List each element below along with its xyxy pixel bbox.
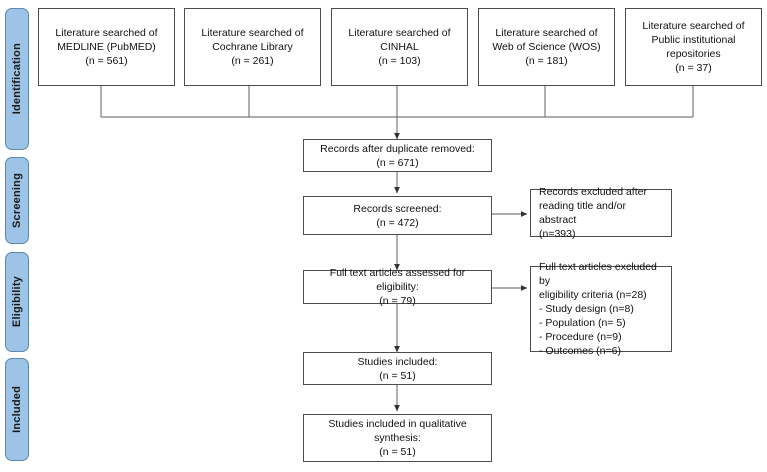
node-qualitative-synthesis: Studies included in qualitative synthesi… [303, 414, 492, 462]
source-box-web-of-science: Literature searched of Web of Science (W… [478, 8, 615, 86]
stage-label-screening: Screening [11, 173, 23, 228]
label-qualitative-synthesis: Studies included in qualitative synthesi… [328, 418, 467, 458]
label-duplicates-removed: Records after duplicate removed: (n = 67… [320, 142, 475, 169]
label-records-excluded: Records excluded after reading title and… [539, 186, 647, 240]
source-label-cochrane: Literature searched of Cochrane Library … [201, 27, 304, 67]
stage-label-included: Included [11, 386, 23, 433]
stage-bar-identification: Identification [5, 8, 29, 150]
stage-label-eligibility: Eligibility [11, 276, 23, 328]
stage-bar-eligibility: Eligibility [5, 252, 29, 352]
source-box-institutional-repositories: Literature searched of Public institutio… [625, 8, 762, 86]
node-duplicates-removed: Records after duplicate removed: (n = 67… [303, 139, 492, 172]
node-studies-included: Studies included: (n = 51) [303, 352, 492, 385]
node-records-screened: Records screened: (n = 472) [303, 196, 492, 235]
node-records-excluded: Records excluded after reading title and… [530, 186, 672, 240]
source-label-medline: Literature searched of MEDLINE (PubMED) … [55, 27, 158, 67]
stage-label-identification: Identification [11, 43, 23, 115]
source-box-cinhal: Literature searched of CINHAL (n = 103) [331, 8, 468, 86]
label-fulltext-assessed: Full text articles assessed for eligibil… [329, 267, 466, 307]
stage-bar-screening: Screening [5, 157, 29, 244]
node-fulltext-assessed: Full text articles assessed for eligibil… [303, 267, 492, 307]
source-label-web-of-science: Literature searched of Web of Science (W… [492, 27, 601, 67]
node-fulltext-excluded: Full text articles excluded by eligibili… [530, 261, 672, 357]
source-label-cinhal: Literature searched of CINHAL (n = 103) [348, 27, 451, 67]
source-label-institutional-repositories: Literature searched of Public institutio… [642, 20, 745, 74]
source-box-medline: Literature searched of MEDLINE (PubMED) … [38, 8, 175, 86]
label-fulltext-excluded: Full text articles excluded by eligibili… [539, 261, 657, 357]
label-studies-included: Studies included: (n = 51) [357, 355, 438, 382]
source-box-cochrane: Literature searched of Cochrane Library … [184, 8, 321, 86]
stage-bar-included: Included [5, 358, 29, 461]
label-records-screened: Records screened: (n = 472) [353, 202, 442, 229]
